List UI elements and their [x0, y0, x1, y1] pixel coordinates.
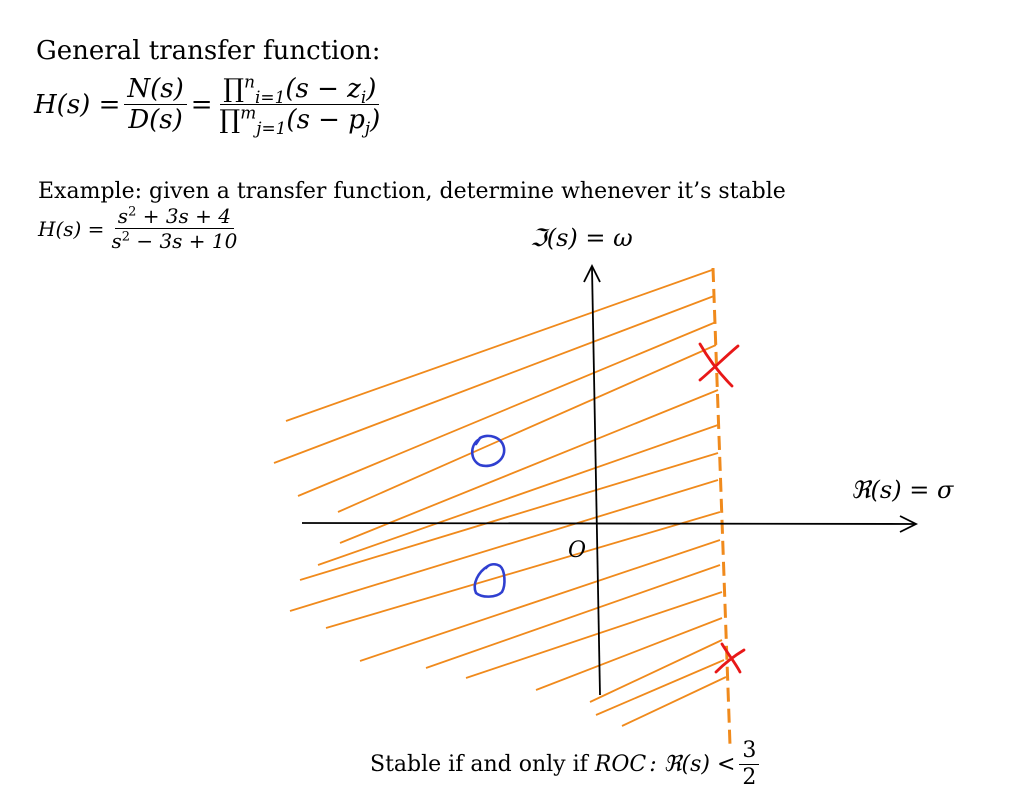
pole-marker-lower [714, 642, 746, 674]
prod-upper-m: m [240, 102, 257, 123]
pole-marker-upper [698, 342, 740, 388]
general-transfer-formula: H(s) = N(s) D(s) = ∏ni=1(s − zi) ∏mj=1(s… [34, 73, 387, 139]
zero-subscript: i [360, 87, 367, 108]
example-transfer-formula: H(s) = s2 + 3s + 4 s2 − 3s + 10 [38, 205, 244, 253]
hatch-line [535, 617, 723, 691]
fraction-n-over-d: N(s) D(s) [124, 76, 187, 135]
hatch-line [289, 479, 719, 612]
real-axis-arrowhead [899, 515, 919, 533]
hatch-line [297, 321, 717, 497]
zero-marker-upper [470, 434, 506, 468]
hatch-line [595, 659, 725, 716]
pole-subscript: j [364, 118, 371, 139]
hatch-line [589, 639, 723, 703]
formula-lhs: H(s) = [34, 89, 121, 120]
origin-label: O [568, 538, 587, 563]
hatch-line [465, 591, 723, 679]
prod-lower-i: i=1 [255, 87, 286, 108]
example-label: Example: given a transfer function, dete… [38, 179, 786, 204]
condition-inequality: : ℜ(s) < [649, 751, 736, 777]
example-lhs: H(s) = [38, 216, 105, 241]
imaginary-axis-label: ℑ(s) = ω [530, 224, 633, 252]
zero-term: (s − z [285, 74, 361, 104]
numerator-n: N(s) [124, 76, 187, 105]
roc-hatch-lines [273, 269, 727, 727]
hatch-line [317, 424, 719, 566]
example-fraction: s2 + 3s + 4 s2 − 3s + 10 [108, 205, 240, 253]
prod-lower-j: j=1 [256, 118, 287, 139]
condition-text: Stable if and only if [370, 751, 588, 777]
condition-fraction: 3 2 [739, 740, 760, 790]
fraction-denominator: 2 [742, 765, 757, 790]
hatch-line [299, 452, 719, 581]
hatch-line [325, 511, 721, 629]
roc-boundary-line [711, 267, 732, 746]
hatch-line [273, 295, 715, 464]
imaginary-axis [591, 267, 601, 696]
hatch-line [339, 389, 719, 544]
pole-term: (s − p [286, 105, 365, 135]
prod-upper-n: n [244, 71, 256, 92]
hatch-line [337, 344, 717, 513]
product-denominator: ∏mj=1(s − pj) [219, 102, 381, 139]
fraction-products: ∏ni=1(s − zi) ∏mj=1(s − pj) [217, 73, 384, 139]
example-numerator: s2 + 3s + 4 [114, 205, 235, 229]
hatch-line [425, 564, 721, 669]
real-axis [301, 522, 916, 525]
fraction-numerator: 3 [739, 740, 760, 765]
hatch-line [285, 269, 713, 422]
heading-label: General transfer function: [36, 36, 381, 66]
stability-condition: Stable if and only if ROC : ℜ(s) < 3 2 [370, 740, 763, 789]
product-numerator: ∏ni=1(s − zi) [220, 73, 380, 108]
real-axis-label: ℜ(s) = σ [851, 476, 954, 504]
zero-marker-lower [473, 562, 506, 598]
hatch-line [621, 676, 727, 727]
hatch-line [359, 539, 721, 662]
denominator-d: D(s) [128, 105, 183, 135]
equals-sign: = [190, 89, 213, 120]
example-denominator: s2 − 3s + 10 [111, 229, 238, 253]
imaginary-axis-arrowhead [583, 263, 601, 283]
roc-label: ROC [594, 751, 647, 777]
